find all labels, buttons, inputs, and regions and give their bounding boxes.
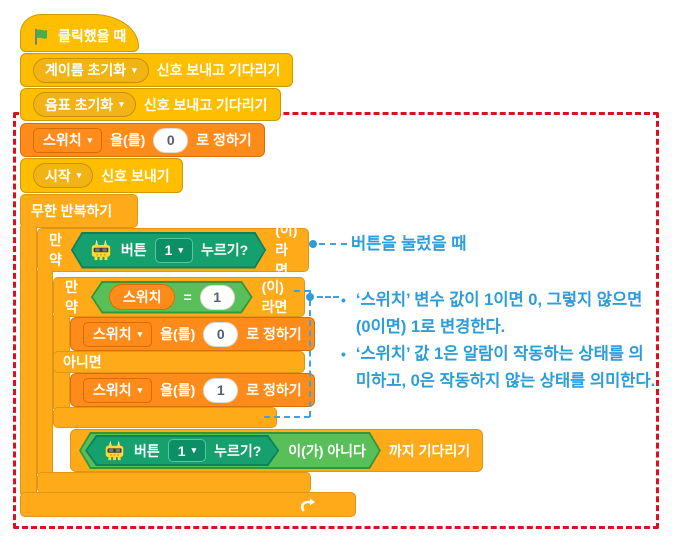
not-label: 이(가) 아니다 bbox=[288, 442, 366, 459]
set-suffix-label: 로 정하기 bbox=[246, 326, 302, 342]
if-inner-then: (이)라면 bbox=[261, 279, 288, 315]
green-flag-icon bbox=[35, 28, 47, 45]
broadcast-dropdown-notes[interactable]: 음표 초기화 ▾ bbox=[33, 92, 136, 117]
particle-label: 을(를) bbox=[160, 326, 196, 342]
set-suffix-label: 로 정하기 bbox=[246, 382, 302, 398]
pressed-word: 누르기? bbox=[214, 442, 262, 459]
block-broadcast-wait-notes[interactable]: 음표 초기화 ▾ 신호 보내고 기다리기 bbox=[20, 88, 281, 121]
set-value-input[interactable]: 0 bbox=[203, 321, 239, 347]
dropdown-arrow-icon: ▾ bbox=[137, 384, 143, 395]
variable-switch-oval[interactable]: 스위치 bbox=[109, 284, 176, 310]
bracket-top-dash bbox=[294, 290, 310, 292]
loop-arrow-icon bbox=[300, 498, 315, 512]
if-inner-footer bbox=[53, 407, 277, 428]
variable-dropdown-switch[interactable]: 스위치 ▾ bbox=[83, 321, 153, 347]
connector-dash bbox=[319, 243, 347, 245]
set-suffix-label: 로 정하기 bbox=[196, 132, 252, 148]
button-number-dropdown[interactable]: 1 ▾ bbox=[168, 439, 206, 462]
boolean-button-pressed[interactable]: 버튼 1 ▾ 누르기? bbox=[85, 435, 279, 466]
bracket-bottom-dash bbox=[264, 416, 310, 418]
connector-dash bbox=[317, 296, 339, 298]
annotation-line: 미하고, 0은 작동하지 않는 상태를 의미한다. bbox=[355, 372, 656, 390]
forever-header[interactable]: 무한 반복하기 bbox=[20, 194, 138, 228]
when-clicked-label: 클릭했을 때 bbox=[58, 28, 127, 44]
button-word: 버튼 bbox=[120, 242, 147, 258]
block-set-switch-else-1[interactable]: 스위치 ▾ 을(를) 1 로 정하기 bbox=[70, 373, 315, 407]
variable-dropdown-switch[interactable]: 스위치 ▾ bbox=[33, 127, 103, 153]
block-when-flag-clicked[interactable]: 클릭했을 때 bbox=[20, 14, 140, 52]
equals-value-input[interactable]: 1 bbox=[200, 285, 235, 310]
particle-label: 을(를) bbox=[160, 382, 196, 398]
block-wait-until[interactable]: 버튼 1 ▾ 누르기? 이(가) 아니다 까지 기다리기 bbox=[70, 429, 484, 472]
block-set-switch-then-0[interactable]: 스위치 ▾ 을(를) 0 로 정하기 bbox=[70, 317, 315, 351]
forever-label: 무한 반복하기 bbox=[31, 203, 113, 219]
boolean-switch-equals[interactable]: 스위치 = 1 bbox=[91, 281, 253, 314]
forever-footer bbox=[20, 492, 356, 517]
set-value-input[interactable]: 0 bbox=[153, 127, 189, 153]
if-outer-footer bbox=[37, 472, 311, 493]
set-value-input[interactable]: 1 bbox=[203, 377, 239, 403]
broadcast-label: 신호 보내기 bbox=[101, 167, 170, 184]
if-outer-then: (이)라면 bbox=[275, 222, 298, 278]
robot-icon bbox=[89, 239, 113, 261]
boolean-not[interactable]: 버튼 1 ▾ 누르기? 이(가) 아니다 bbox=[79, 432, 381, 469]
forever-spine bbox=[20, 226, 37, 494]
dropdown-arrow-icon: ▾ bbox=[87, 134, 93, 145]
pressed-word: 누르기? bbox=[200, 242, 249, 258]
else-label: 아니면 bbox=[63, 354, 102, 370]
dropdown-arrow-icon: ▾ bbox=[191, 445, 197, 455]
block-broadcast-start[interactable]: 시작 ▾ 신호 보내기 bbox=[20, 158, 183, 193]
if-outer-header[interactable]: 만약 버튼 1 ▾ 누르기? (이)라면 bbox=[37, 222, 309, 278]
highlight-frame bbox=[13, 112, 659, 529]
button-word: 버튼 bbox=[134, 442, 160, 459]
button-number-dropdown[interactable]: 1 ▾ bbox=[155, 238, 193, 263]
equals-operator: = bbox=[183, 289, 192, 305]
dropdown-arrow-icon: ▾ bbox=[178, 244, 183, 255]
annotation-button-pressed: 버튼을 눌렀을 때 bbox=[351, 231, 466, 258]
annotation-text: 버튼을 눌렀을 때 bbox=[351, 235, 467, 253]
connector-dot bbox=[309, 240, 317, 248]
annotation-line: (0이면) 1로 변경한다. bbox=[355, 318, 506, 336]
broadcast-dropdown-start[interactable]: 시작 ▾ bbox=[33, 163, 94, 188]
annotation-switch-toggle: • ‘스위치’ 변수 값이 1이면 0, 그렇지 않으면 (0이면) 1로 변경… bbox=[341, 287, 642, 341]
bullet-icon: • bbox=[341, 346, 346, 362]
if-inner-keyword: 만약 bbox=[65, 279, 78, 315]
wait-until-label: 까지 기다리기 bbox=[388, 442, 471, 459]
else-bar: 아니면 bbox=[53, 351, 305, 373]
if-outer-spine bbox=[37, 270, 53, 474]
block-broadcast-wait-note-names[interactable]: 계이름 초기화 ▾ 신호 보내고 기다리기 bbox=[20, 53, 294, 87]
dropdown-arrow-icon: ▾ bbox=[132, 64, 137, 75]
if-outer-keyword: 만약 bbox=[49, 232, 62, 268]
bullet-icon: • bbox=[341, 292, 346, 308]
dropdown-arrow-icon: ▾ bbox=[76, 170, 82, 180]
robot-icon bbox=[103, 440, 126, 461]
annotation-line: ‘스위치’ 값 1은 알람이 작동하는 상태를 의 bbox=[355, 345, 644, 363]
if-inner-header[interactable]: 만약 스위치 = 1 (이)라면 bbox=[53, 277, 305, 317]
broadcast-dropdown-note-names[interactable]: 계이름 초기화 ▾ bbox=[33, 57, 149, 83]
broadcast-wait-label: 신호 보내고 기다리기 bbox=[156, 62, 281, 78]
dropdown-arrow-icon: ▾ bbox=[119, 99, 124, 109]
dropdown-arrow-icon: ▾ bbox=[137, 328, 143, 339]
boolean-button-pressed[interactable]: 버튼 1 ▾ 누르기? bbox=[71, 232, 266, 269]
bracket-vertical-dash bbox=[309, 290, 311, 417]
block-set-switch-0[interactable]: 스위치 ▾ 을(를) 0 로 정하기 bbox=[20, 123, 265, 157]
particle-label: 을(를) bbox=[110, 132, 146, 148]
connector-dot bbox=[306, 293, 314, 301]
annotation-line: ‘스위치’ 변수 값이 1이면 0, 그렇지 않으면 bbox=[355, 291, 643, 309]
annotation-switch-meaning: • ‘스위치’ 값 1은 알람이 작동하는 상태를 의 미하고, 0은 작동하지… bbox=[341, 341, 655, 395]
broadcast-wait-label: 신호 보내고 기다리기 bbox=[143, 96, 268, 113]
variable-dropdown-switch[interactable]: 스위치 ▾ bbox=[83, 377, 153, 403]
